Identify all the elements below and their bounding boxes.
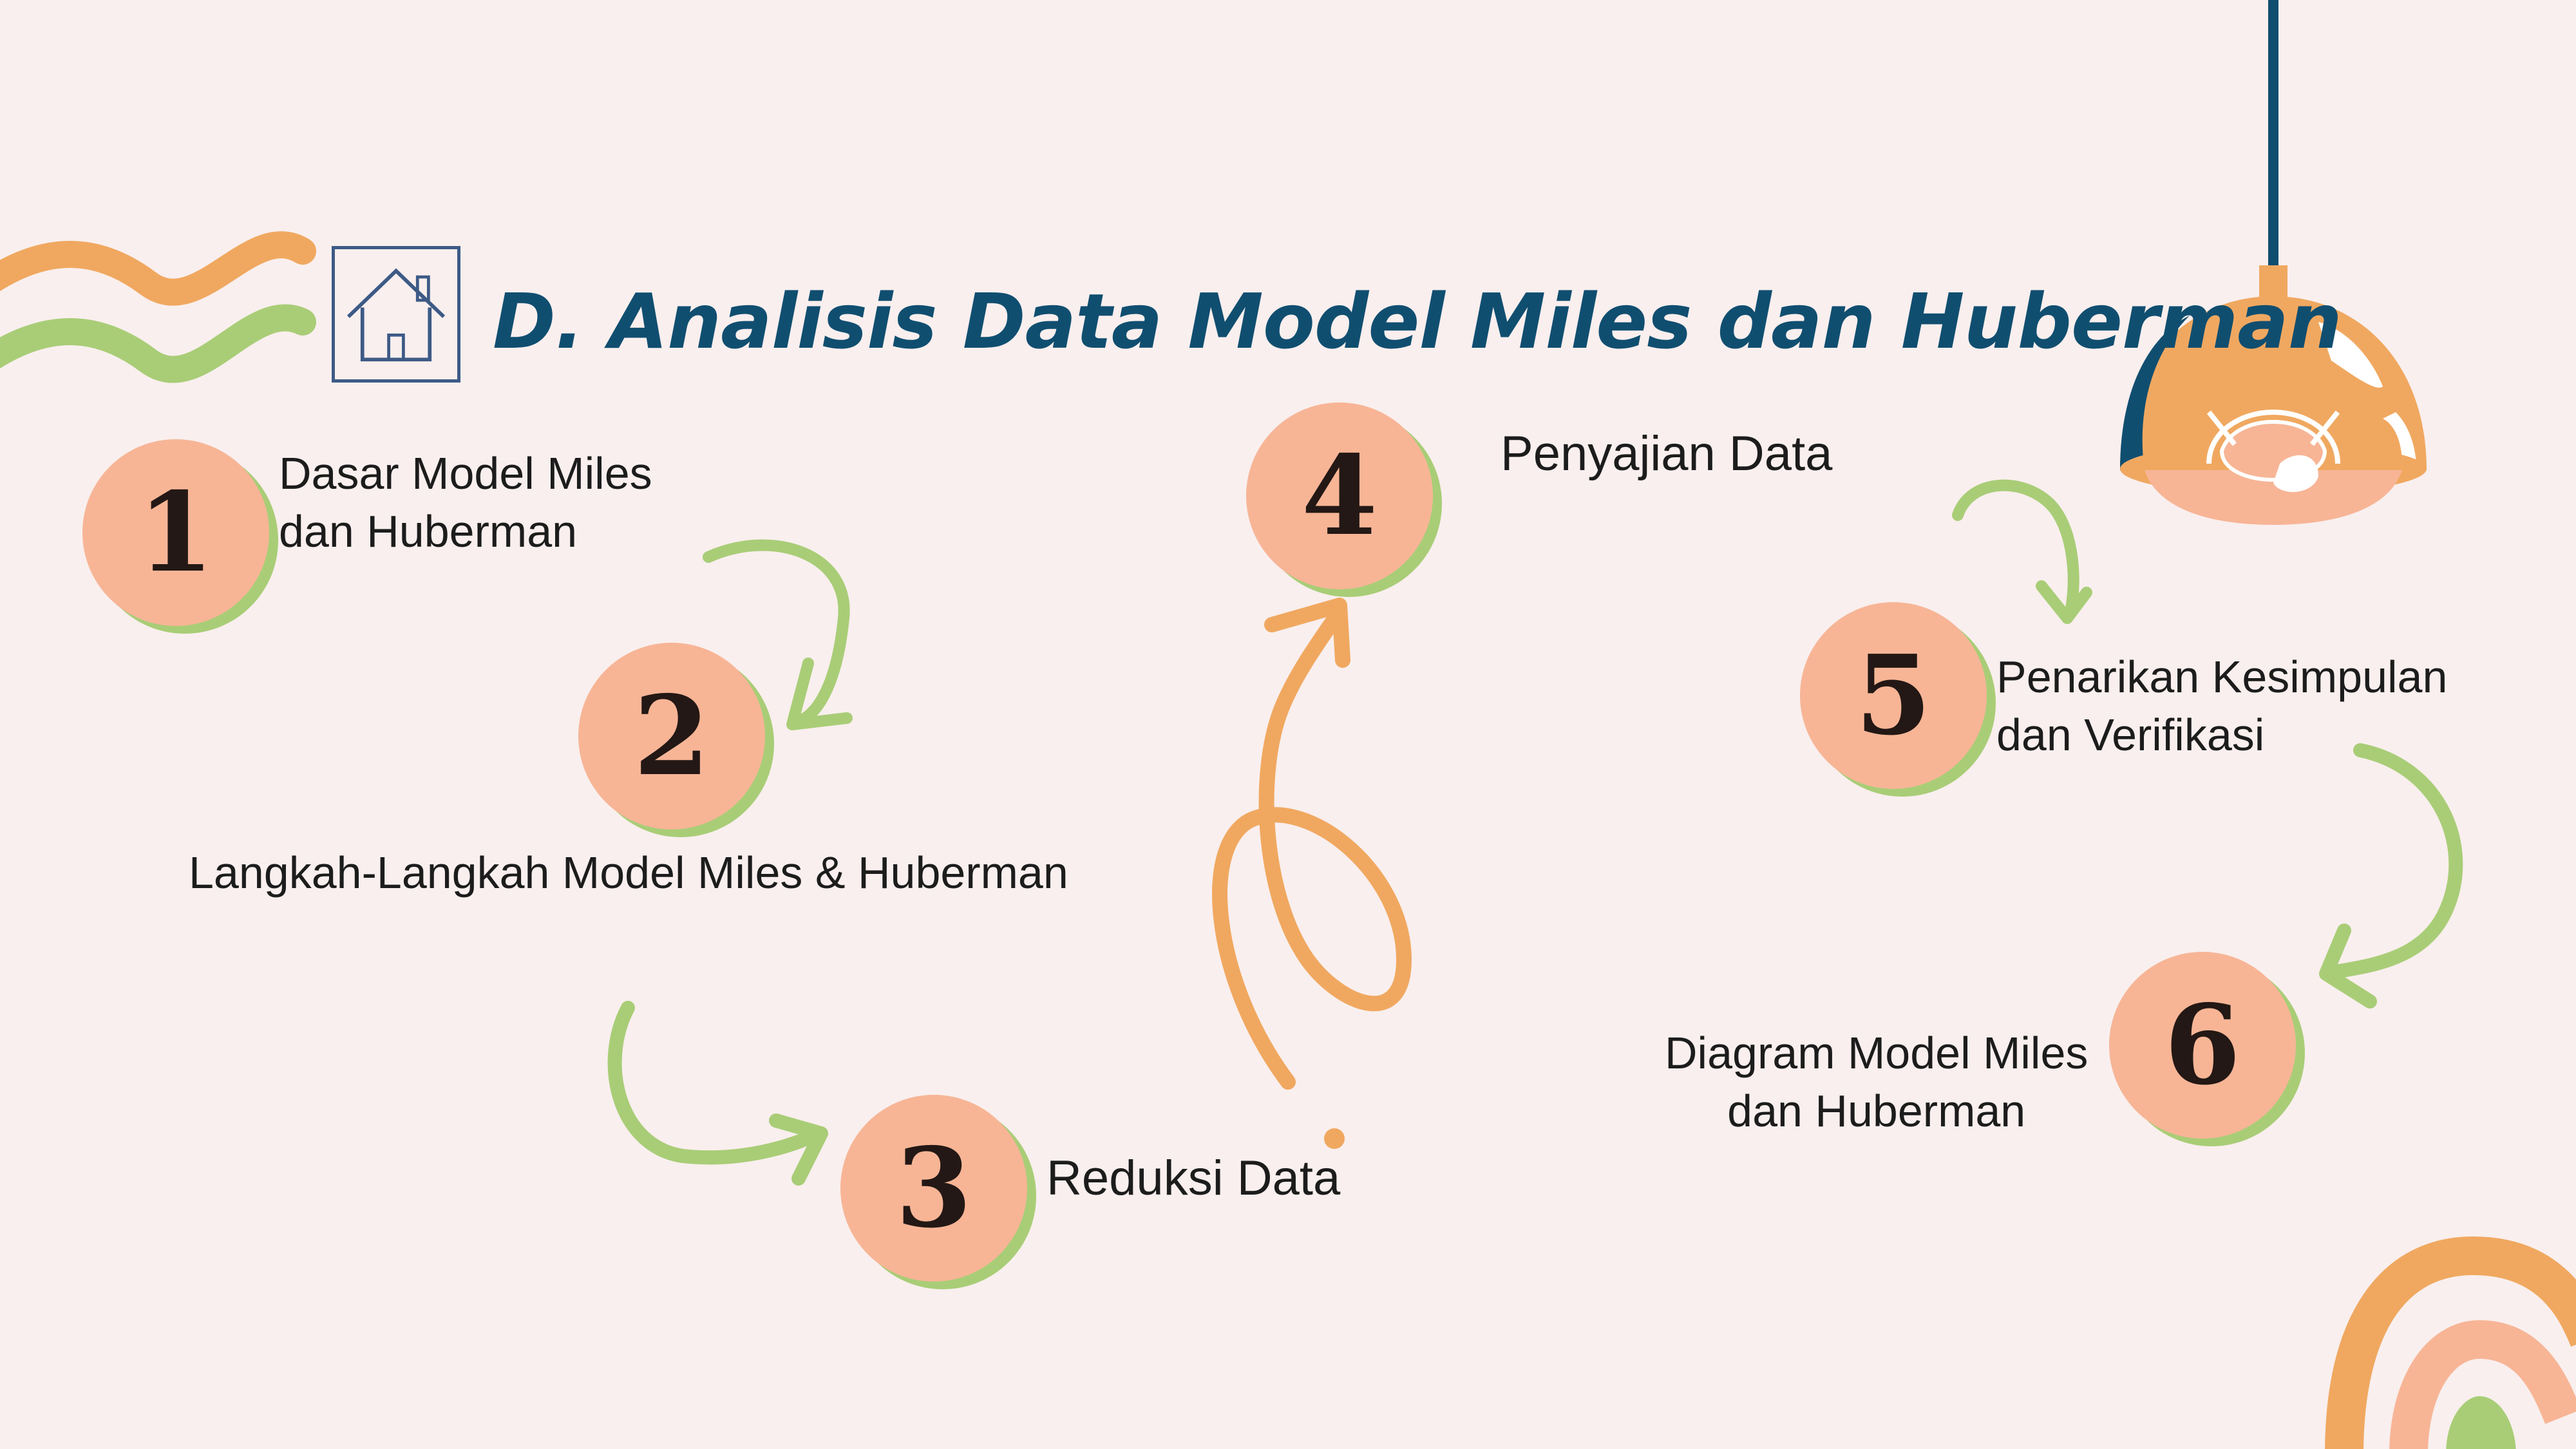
arrow-1-to-2 xyxy=(703,539,853,730)
step-4-number: 4 xyxy=(1301,431,1378,560)
arrow-5-to-6 xyxy=(2319,743,2463,1009)
arrow-2-to-3 xyxy=(607,1001,828,1186)
step-1-number: 1 xyxy=(137,468,214,597)
pendant-lamp xyxy=(2120,0,2427,525)
page-title: D. Analisis Data Model Miles dan Huberma… xyxy=(493,277,2342,366)
green-squiggle xyxy=(0,304,316,383)
step-6-circle[interactable]: 6 xyxy=(2109,952,2305,1146)
step-2-number: 2 xyxy=(633,672,710,800)
step-5-label[interactable]: Penarikan Kesimpulan dan Verifikasi xyxy=(1996,652,2448,760)
home-icon xyxy=(346,268,446,362)
step-5-number: 5 xyxy=(1855,631,1932,760)
step-2-circle[interactable]: 2 xyxy=(578,643,774,837)
step-3-label[interactable]: Reduksi Data xyxy=(1046,1151,1341,1206)
step-4-label[interactable]: Penyajian Data xyxy=(1501,426,1833,481)
step-2-label[interactable]: Langkah-Langkah Model Miles & Huberman xyxy=(189,848,1068,898)
step-6-label[interactable]: Diagram Model Miles dan Huberman xyxy=(1665,1028,2088,1136)
orange-squiggle xyxy=(0,231,316,306)
step-1-label[interactable]: Dasar Model Miles dan Huberman xyxy=(279,448,652,556)
step-3-circle[interactable]: 3 xyxy=(840,1095,1036,1289)
step-1-circle[interactable]: 1 xyxy=(82,439,278,634)
step-6-number: 6 xyxy=(2164,981,2241,1110)
home-button[interactable] xyxy=(332,246,460,383)
step-4-circle[interactable]: 4 xyxy=(1246,402,1442,597)
orange-dot xyxy=(1324,1128,1345,1149)
arrow-3-to-4 xyxy=(1212,598,1412,1090)
arrow-4-to-5 xyxy=(1952,479,2092,624)
step-5-circle[interactable]: 5 xyxy=(1800,602,1996,797)
step-3-number: 3 xyxy=(895,1124,972,1253)
rainbow-decoration xyxy=(2325,1236,2576,1449)
